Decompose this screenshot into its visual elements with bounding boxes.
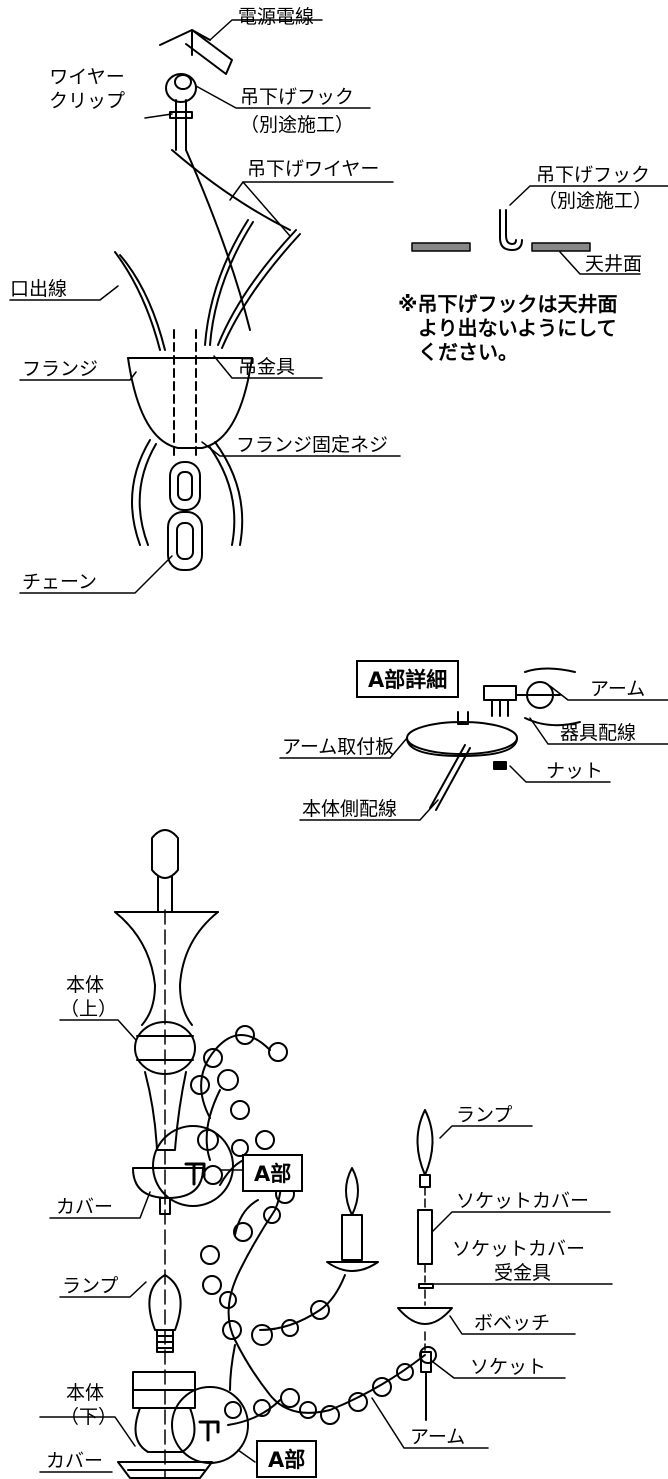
note-line-2: より出ないようにして xyxy=(418,316,617,340)
hook-detail xyxy=(411,209,591,252)
label-socket-cover-recv-2: 受金具 xyxy=(494,1262,552,1284)
label-body-lower-2: （下） xyxy=(60,1406,118,1428)
label-arm-plate: アーム取付板 xyxy=(282,736,395,758)
label-bobeche: ボベッチ xyxy=(474,1312,551,1334)
label-outlet-wire: 口出線 xyxy=(10,278,68,300)
left-lamp xyxy=(148,1274,182,1353)
part-a-label-1: A部 xyxy=(242,1154,304,1192)
label-socket-cover-recv-1: ソケットカバー xyxy=(452,1238,586,1260)
label-separate-work: （別途施工） xyxy=(240,114,355,136)
body-upper xyxy=(114,911,219,1215)
label-arm-bottom: アーム xyxy=(410,1426,466,1448)
note-line-1: ※吊下げフックは天井面 xyxy=(398,292,618,316)
label-body-lower-1: 本体 xyxy=(66,1382,105,1404)
label-hanging-wire: 吊下げワイヤー xyxy=(247,158,380,180)
label-socket: ソケット xyxy=(470,1356,547,1378)
ceiling-hook-assembly xyxy=(159,29,291,331)
label-power-wire: 電源電線 xyxy=(238,6,315,28)
label-cover-lower: カバー xyxy=(46,1450,104,1472)
label-hook-detail-sub: （別途施工） xyxy=(538,190,653,212)
label-nut: ナット xyxy=(546,760,604,782)
flange xyxy=(127,329,253,461)
label-body-wiring: 本体側配線 xyxy=(302,798,398,820)
label-socket-cover: ソケットカバー xyxy=(456,1190,590,1212)
upper-chain xyxy=(151,829,179,913)
label-flange-screw: フランジ固定ネジ xyxy=(236,434,389,456)
label-wire-clip-1: ワイヤー xyxy=(49,66,125,88)
label-chain: チェーン xyxy=(22,571,98,593)
label-lamp-left: ランプ xyxy=(62,1275,119,1297)
body-lower xyxy=(117,1371,213,1479)
label-body-upper-1: 本体 xyxy=(66,974,105,996)
label-body-upper-2: （上） xyxy=(60,998,118,1020)
label-arm-detail: アーム xyxy=(590,678,646,700)
part-a-label-2: A部 xyxy=(256,1440,318,1478)
outlet-wires xyxy=(114,219,301,351)
label-wire-clip-2: クリップ xyxy=(48,90,125,112)
label-flange: フランジ xyxy=(22,358,99,380)
arm-beads xyxy=(190,1025,437,1425)
chain xyxy=(131,439,244,571)
arm-candle xyxy=(326,1167,379,1272)
label-hook: 吊下げフック xyxy=(240,86,355,108)
label-hook-detail: 吊下げフック xyxy=(536,164,651,186)
label-lamp-right: ランプ xyxy=(456,1104,513,1126)
label-fixture-wiring: 器具配線 xyxy=(560,722,637,744)
note-line-3: ください。 xyxy=(418,340,518,364)
label-hanger-metal: 吊金具 xyxy=(238,356,296,378)
detail-a-title: A部詳細 xyxy=(356,660,460,698)
exploded-lamp-parts xyxy=(397,1109,453,1421)
label-ceiling: 天井面 xyxy=(585,253,643,275)
label-cover-upper: カバー xyxy=(56,1196,114,1218)
